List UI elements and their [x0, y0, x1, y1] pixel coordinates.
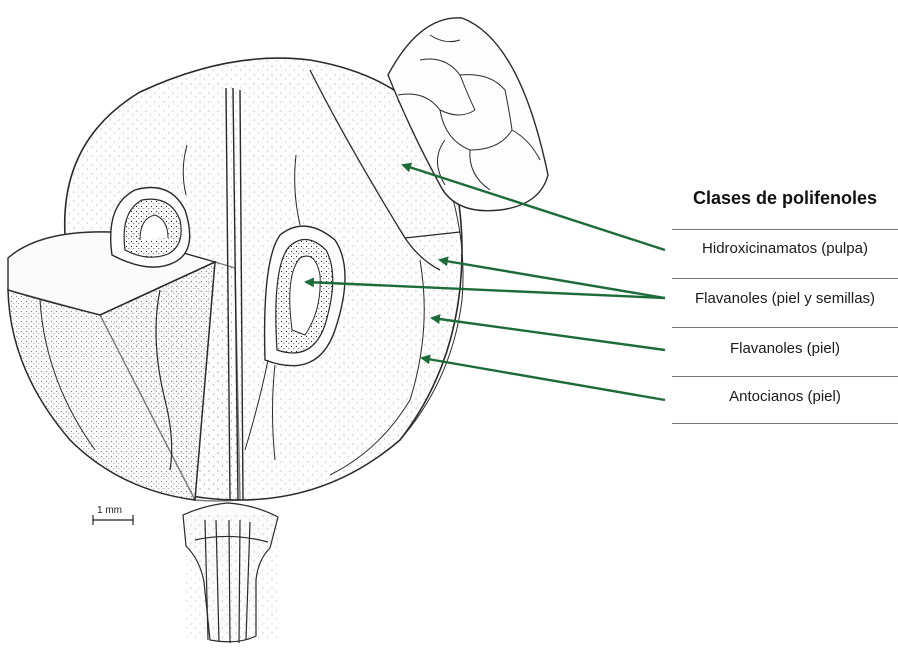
pedicel-stipple [183, 515, 278, 640]
legend-divider [672, 423, 898, 424]
legend-divider [672, 229, 898, 230]
scale-bar [93, 515, 133, 525]
legend-title: Clases de polifenoles [672, 188, 898, 209]
legend-item-flavanoles-piel: Flavanoles (piel) [672, 340, 898, 357]
arrow-antocianos [422, 358, 665, 400]
legend-divider [672, 327, 898, 328]
arrow-flavanoles-piel [432, 318, 665, 350]
legend-item-flavanoles-semillas: Flavanoles (piel y semillas) [672, 290, 898, 307]
legend-item-antocianos: Antocianos (piel) [672, 388, 898, 405]
legend-divider [672, 278, 898, 279]
legend-divider [672, 376, 898, 377]
cutaway-wedge [8, 232, 240, 501]
scale-bar-label: 1 mm [97, 505, 122, 516]
legend-item-hidroxicinamatos: Hidroxicinamatos (pulpa) [672, 240, 898, 257]
